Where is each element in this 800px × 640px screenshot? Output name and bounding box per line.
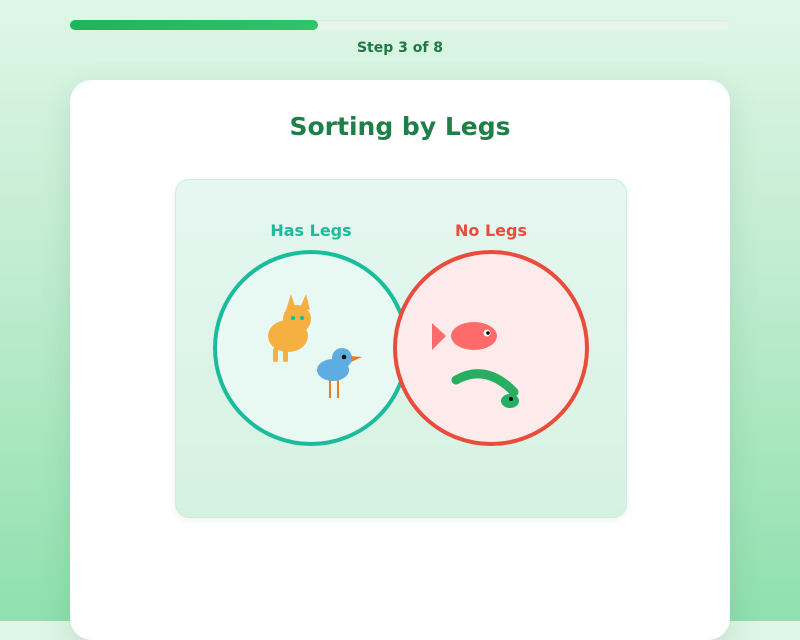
page-title: Sorting by Legs <box>289 112 511 141</box>
bird-icon[interactable] <box>317 348 362 398</box>
cat-icon[interactable] <box>268 294 311 362</box>
group-label-has-legs: Has Legs <box>270 221 351 240</box>
sorting-diagram-canvas: Has Legs No Legs <box>213 221 589 446</box>
has-legs-circle[interactable] <box>213 250 409 446</box>
progress-bar-fill <box>70 20 318 30</box>
lesson-card: Sorting by Legs Has Legs No Legs <box>70 80 730 640</box>
group-label-no-legs: No Legs <box>455 221 527 240</box>
sorting-diagram: Has Legs No Legs <box>175 179 627 518</box>
fish-icon[interactable] <box>432 322 497 350</box>
step-counter: Step 3 of 8 <box>356 40 444 56</box>
no-legs-circle[interactable] <box>393 250 589 446</box>
progress-bar <box>70 20 730 30</box>
snake-icon[interactable] <box>451 369 519 408</box>
